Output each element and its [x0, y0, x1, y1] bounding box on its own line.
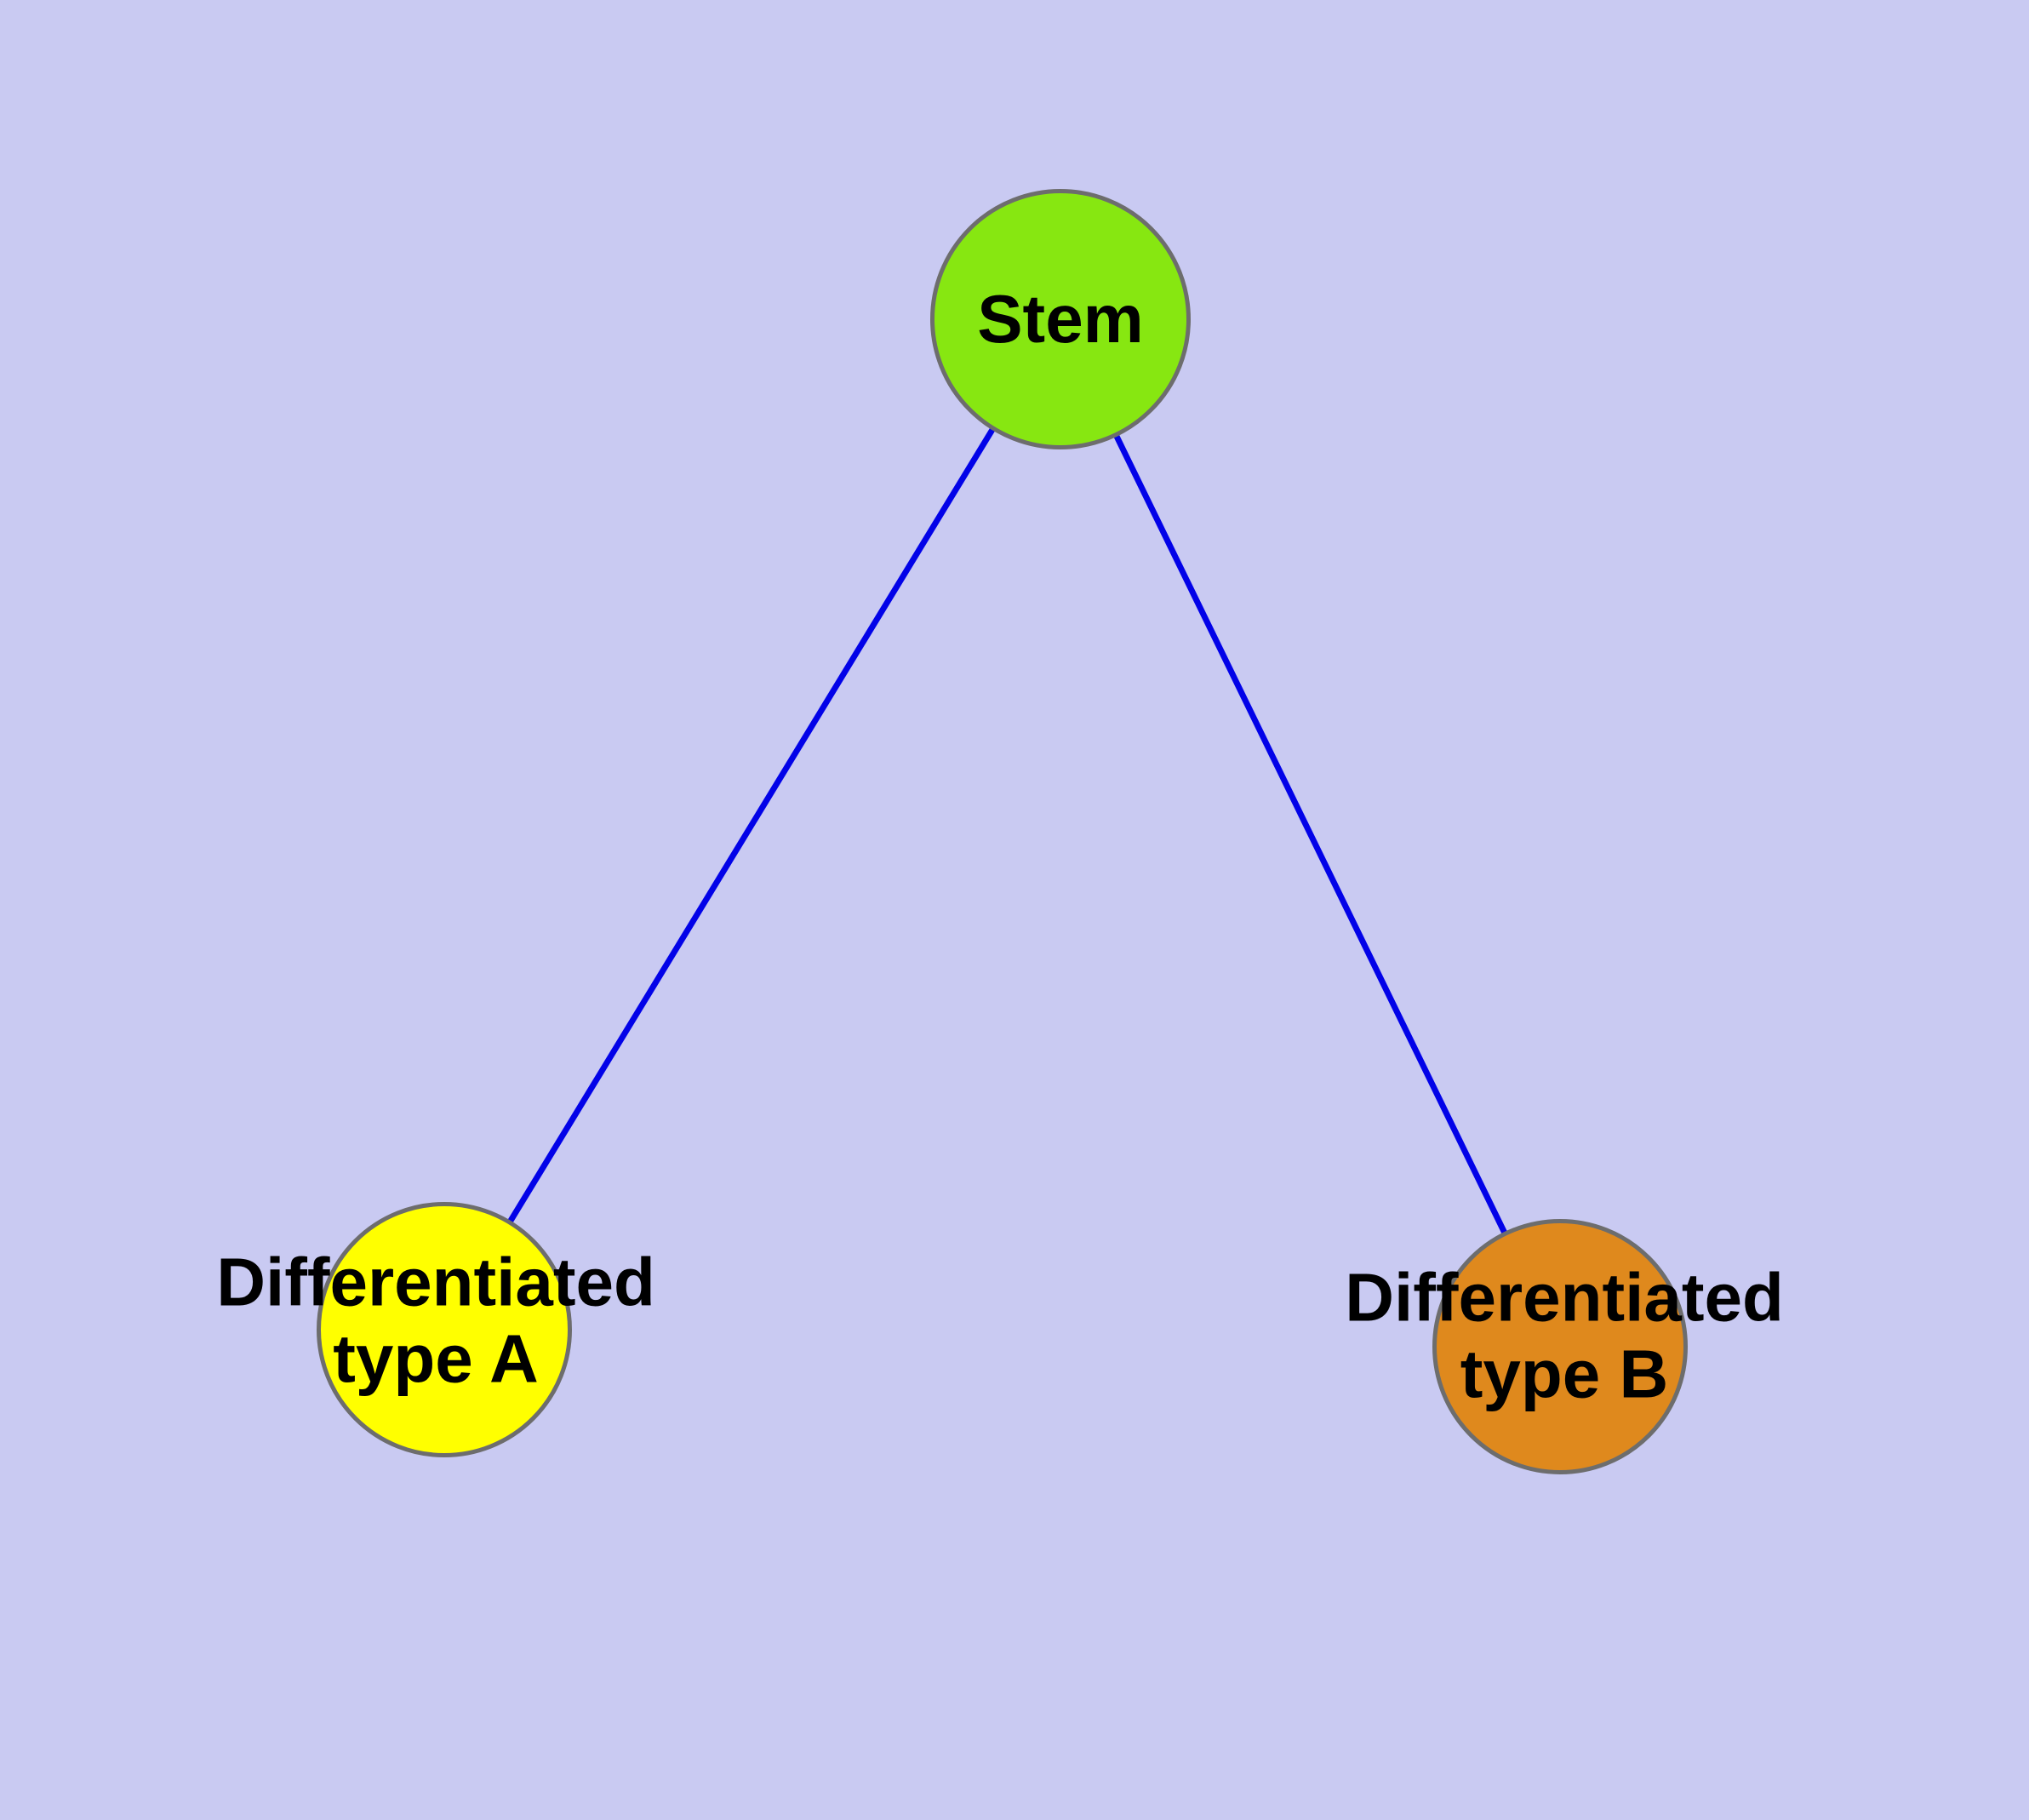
- node-differentiated-type-a: [317, 1202, 572, 1457]
- label-line-2: type B: [1460, 1336, 1669, 1412]
- node-stem: Stem: [930, 189, 1191, 449]
- node-stem-label: Stem: [977, 281, 1144, 357]
- edge-stem-to-type-a: [441, 316, 1063, 1333]
- node-differentiated-type-b: [1432, 1219, 1688, 1474]
- node-differentiated-type-b-label: Differentiated type B: [1345, 1260, 1784, 1414]
- label-line-2: type A: [333, 1321, 539, 1397]
- label-line-1: Differentiated: [1345, 1259, 1784, 1336]
- label-line-1: Differentiated: [216, 1244, 655, 1320]
- node-differentiated-type-a-label: Differentiated type A: [216, 1245, 655, 1399]
- edge-stem-to-type-b: [1056, 316, 1563, 1350]
